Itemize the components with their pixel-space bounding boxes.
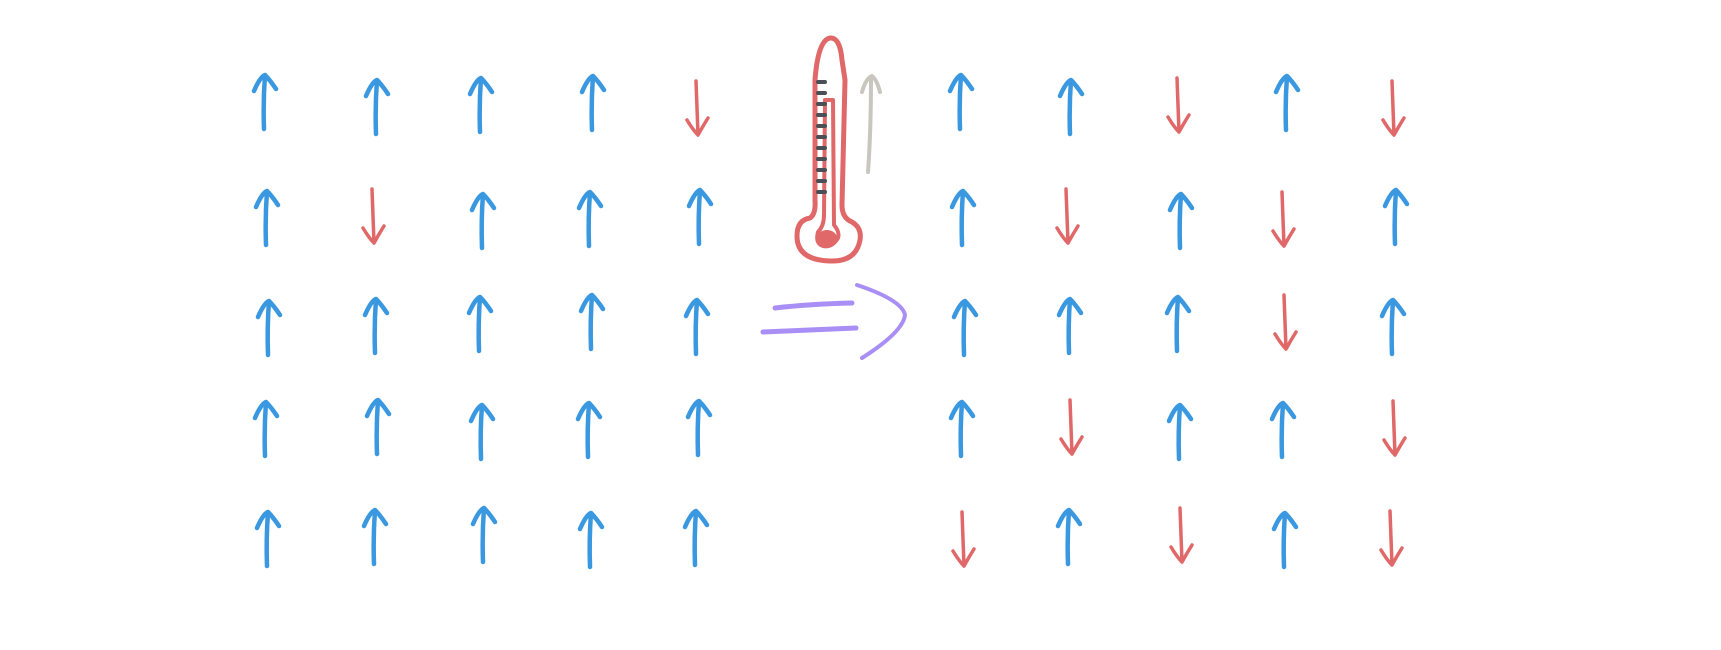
spin-up-arrow — [575, 400, 603, 460]
spin-down-arrow — [1169, 506, 1194, 564]
spin-down-arrow — [1379, 509, 1404, 567]
implies-arrow-icon — [760, 283, 907, 360]
spin-up-arrow — [949, 188, 977, 248]
spin-up-arrow — [579, 73, 607, 133]
spin-down-arrow — [685, 79, 710, 137]
spin-up-arrow — [363, 77, 391, 137]
spin-down-arrow — [1271, 190, 1296, 248]
spin-down-arrow — [1055, 187, 1080, 245]
spin-up-arrow — [361, 507, 389, 567]
spin-down-arrow — [1382, 399, 1407, 457]
spin-up-arrow — [1055, 507, 1083, 567]
spin-up-arrow — [1271, 510, 1299, 570]
spin-up-arrow — [1164, 294, 1192, 354]
thermometer-icon — [794, 35, 863, 264]
spin-up-arrow — [362, 296, 390, 356]
spin-up-arrow — [683, 297, 711, 357]
spin-up-arrow — [947, 72, 975, 132]
spin-up-arrow — [469, 191, 497, 251]
spin-up-arrow — [686, 187, 714, 247]
spin-up-arrow — [253, 188, 281, 248]
spin-down-arrow — [951, 510, 976, 568]
spin-down-arrow — [1273, 293, 1298, 351]
spin-up-arrow — [1382, 187, 1410, 247]
spin-up-arrow — [1166, 402, 1194, 462]
spin-up-arrow — [1057, 77, 1085, 137]
spin-down-arrow — [1381, 79, 1406, 137]
spin-up-arrow — [254, 509, 282, 569]
spin-up-arrow — [364, 397, 392, 457]
spin-up-arrow — [1273, 73, 1301, 133]
spin-up-arrow — [470, 505, 498, 565]
spin-up-arrow — [682, 508, 710, 568]
temperature-increase-arrow-icon — [860, 74, 882, 174]
spin-up-arrow — [251, 72, 279, 132]
spin-down-arrow — [1166, 76, 1191, 134]
spin-up-arrow — [466, 294, 494, 354]
spin-up-arrow — [252, 399, 280, 459]
spin-up-arrow — [685, 398, 713, 458]
spin-up-arrow — [1379, 297, 1407, 357]
spin-up-arrow — [577, 510, 605, 570]
spin-up-arrow — [578, 292, 606, 352]
left-spin-lattice — [251, 72, 714, 570]
spin-up-arrow — [1269, 400, 1297, 460]
right-spin-lattice — [947, 72, 1410, 570]
spin-up-arrow — [948, 399, 976, 459]
spin-up-arrow — [1056, 296, 1084, 356]
spin-up-arrow — [467, 75, 495, 135]
spin-up-arrow — [576, 189, 604, 249]
spin-up-arrow — [255, 298, 283, 358]
spin-up-arrow — [1167, 191, 1195, 251]
spin-down-arrow — [1059, 398, 1084, 456]
spin-down-arrow — [361, 187, 386, 245]
spin-up-arrow — [468, 402, 496, 462]
spin-up-arrow — [951, 298, 979, 358]
